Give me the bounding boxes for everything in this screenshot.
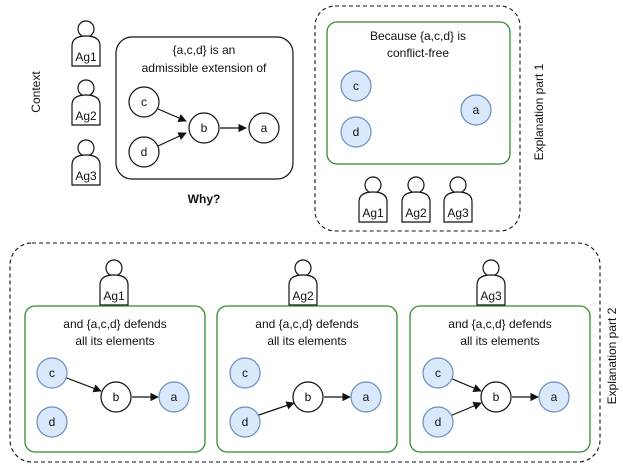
graph-ag3: c d b a [422, 357, 570, 438]
defends-box-ag2 [216, 305, 398, 453]
agent-label: Ag3 [447, 206, 469, 220]
explanation-part2-label: Explanation part 2 [605, 307, 619, 404]
attack-arrow [449, 377, 482, 392]
node-a-highlighted [538, 381, 570, 413]
node-a-highlighted [350, 381, 382, 413]
agent-label: Ag1 [362, 206, 384, 220]
part1-line1: Because {a,c,d} is [370, 29, 466, 43]
agent-label: Ag2 [405, 206, 427, 220]
part2-line1-ag2: and {a,c,d} defends [255, 317, 358, 331]
node-label: a [551, 390, 558, 404]
agent-ag3-context: Ag3 [71, 139, 101, 186]
node-label: c [435, 366, 441, 380]
defends-box-ag3 [409, 305, 591, 453]
node-label: d [242, 415, 249, 429]
part2-line2-ag3: all its elements [460, 334, 539, 348]
attack-arrow [255, 401, 295, 417]
agent-label: Ag1 [75, 50, 97, 64]
attack-arrow [157, 108, 187, 122]
part2-line1-ag3: and {a,c,d} defends [448, 317, 551, 331]
agent-ag2-part1: Ag2 [401, 176, 431, 223]
node-c-highlighted [229, 357, 261, 389]
node-c-highlighted [340, 70, 372, 102]
graph-ag2: c d b a [229, 357, 382, 438]
node-a [248, 112, 280, 144]
node-label: d [49, 415, 56, 429]
question-graph: c d b a [128, 86, 280, 168]
node-label: a [363, 390, 370, 404]
node-label: a [473, 103, 480, 117]
node-d-highlighted [229, 406, 261, 438]
node-label: b [113, 390, 120, 404]
node-b [292, 381, 324, 413]
agent-label: Ag2 [75, 109, 97, 123]
node-c [128, 86, 160, 118]
agent-label: Ag2 [292, 289, 314, 303]
node-label: a [171, 390, 178, 404]
part2-line1-ag1: and {a,c,d} defends [63, 317, 166, 331]
agent-label: Ag3 [75, 169, 97, 183]
agent-ag2-context: Ag2 [71, 79, 101, 126]
node-b [480, 381, 512, 413]
explanation-part2-frame [9, 242, 601, 463]
node-c-highlighted [422, 357, 454, 389]
node-b [188, 112, 220, 144]
agent-ag1-context: Ag1 [71, 20, 101, 67]
attack-arrow [449, 402, 482, 417]
agent-ag1-part2: Ag1 [99, 259, 129, 306]
agent-ag1-part1: Ag1 [358, 176, 388, 223]
conflict-free-box [326, 21, 511, 165]
node-label: c [49, 366, 55, 380]
node-label: c [141, 95, 147, 109]
node-label: a [261, 121, 268, 135]
part1-line2: conflict-free [387, 46, 449, 60]
node-a-highlighted [460, 94, 492, 126]
question-line1: {a,c,d} is an [173, 43, 236, 57]
node-label: d [353, 125, 360, 139]
attack-arrow [157, 132, 187, 147]
graph-ag1: c d b a [36, 357, 190, 438]
node-label: c [353, 79, 359, 93]
node-d-highlighted [36, 406, 68, 438]
agent-ag2-part2: Ag2 [288, 259, 318, 306]
node-label: b [305, 390, 312, 404]
node-d-highlighted [340, 116, 372, 148]
question-box [115, 36, 294, 180]
explanation-part1-label: Explanation part 1 [532, 63, 546, 160]
defends-box-ag1 [24, 305, 206, 453]
agent-ag3-part1: Ag3 [443, 176, 473, 223]
part2-line2-ag2: all its elements [267, 334, 346, 348]
node-d-highlighted [422, 406, 454, 438]
context-label: Context [29, 71, 43, 113]
part2-line2-ag1: all its elements [75, 334, 154, 348]
node-c-highlighted [36, 357, 68, 389]
node-label: d [141, 145, 148, 159]
explanation-part1-frame [314, 5, 521, 232]
why-label: Why? [188, 192, 221, 206]
attack-arrow [63, 376, 102, 393]
question-line2: admissible extension of [142, 61, 267, 75]
node-a-highlighted [158, 381, 190, 413]
node-label: b [493, 390, 500, 404]
agent-label: Ag1 [103, 289, 125, 303]
node-label: b [201, 121, 208, 135]
agent-ag3-part2: Ag3 [476, 259, 506, 306]
node-label: c [242, 366, 248, 380]
node-b [100, 381, 132, 413]
node-d [128, 136, 160, 168]
agent-label: Ag3 [480, 289, 502, 303]
node-label: d [435, 415, 442, 429]
